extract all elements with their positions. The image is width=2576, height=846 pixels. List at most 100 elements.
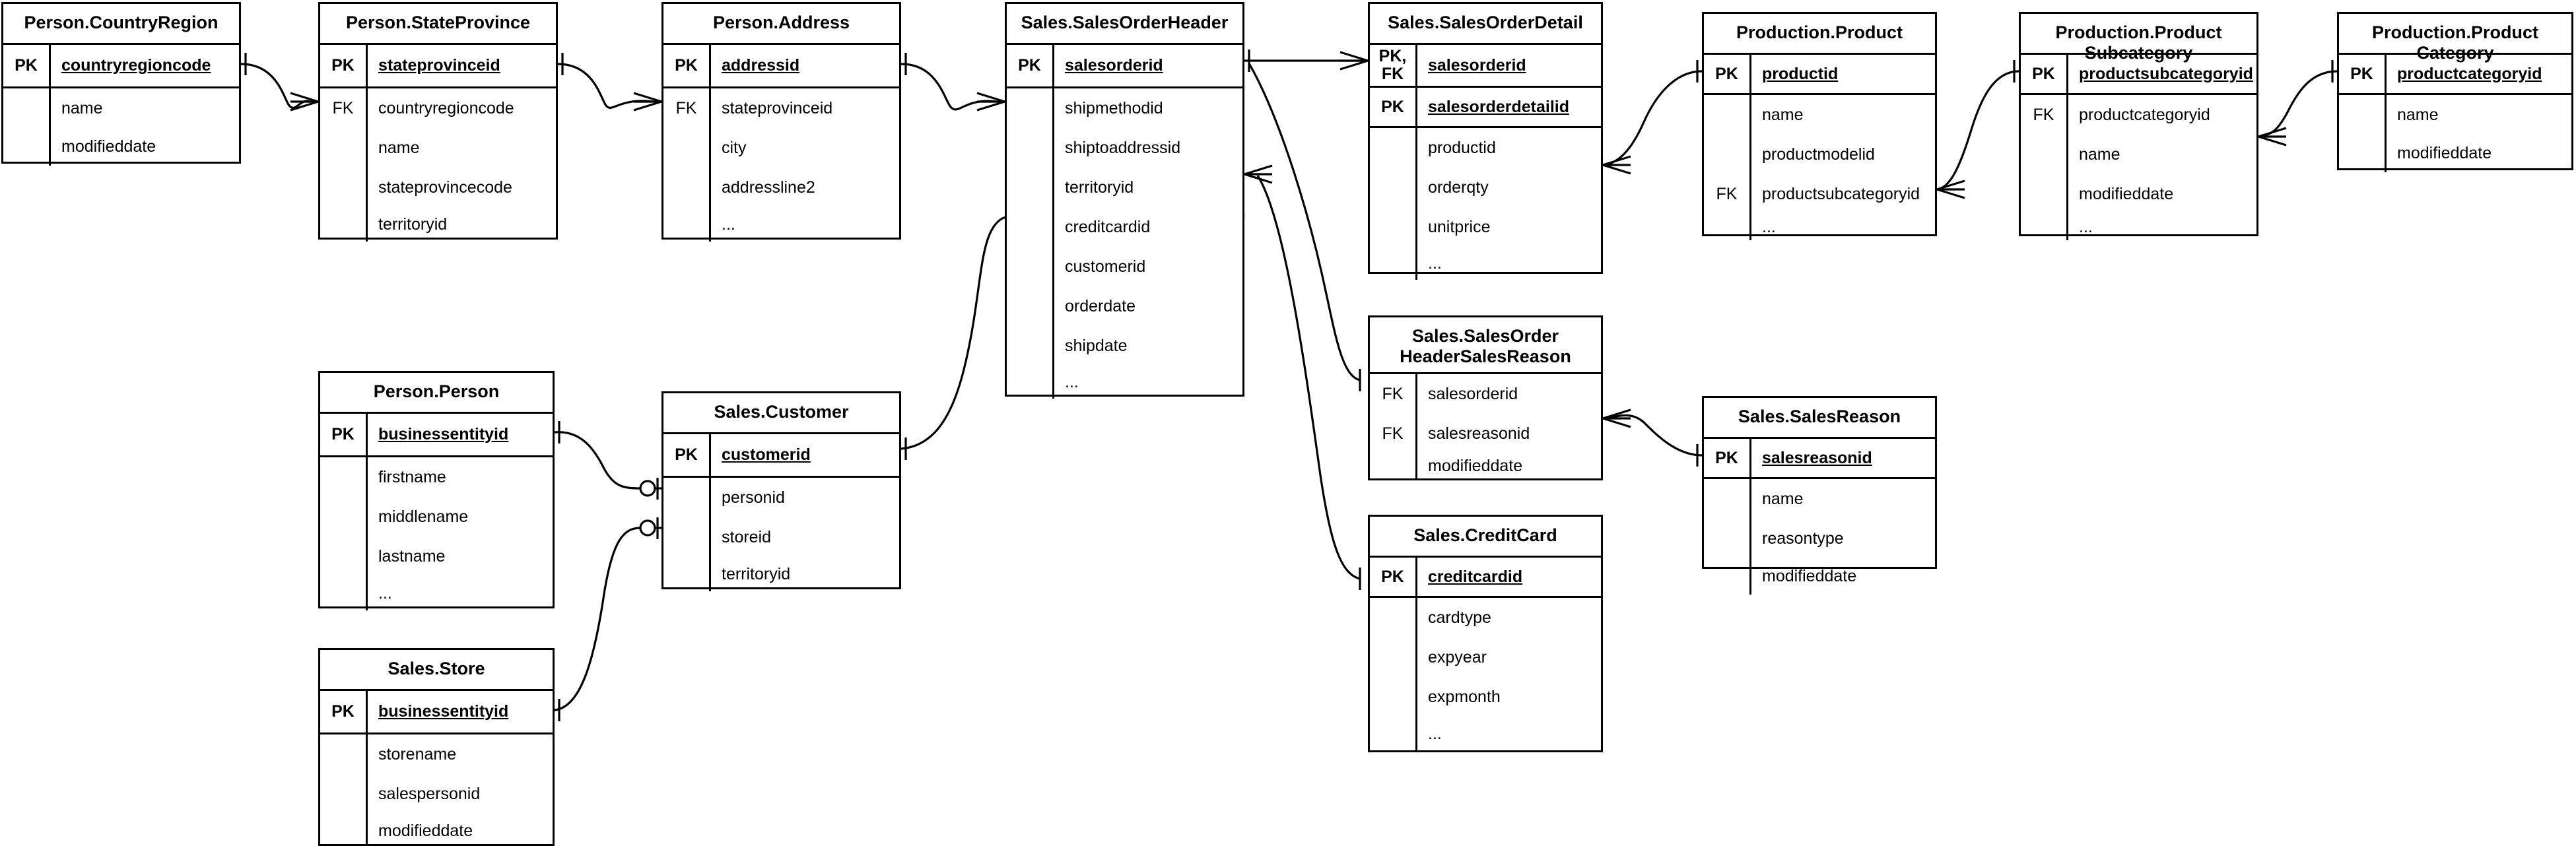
attribute-row[interactable]: productid xyxy=(1370,128,1601,168)
attribute-name: shipdate xyxy=(1065,336,1128,355)
attribute-row[interactable]: ... xyxy=(1370,247,1601,280)
attribute-row[interactable]: productmodelid xyxy=(1704,135,1935,174)
attribute-row[interactable]: modifieddate xyxy=(3,128,239,166)
attribute-name: stateprovinceid xyxy=(722,98,833,117)
attribute-row[interactable]: customerid xyxy=(1007,247,1242,286)
attribute-row[interactable]: storeid xyxy=(663,517,899,557)
attribute-row[interactable]: orderdate xyxy=(1007,286,1242,326)
attribute-row[interactable]: ... xyxy=(1007,366,1242,399)
attribute-row[interactable]: ... xyxy=(1370,717,1601,751)
attribute-row[interactable]: firstname xyxy=(320,457,553,497)
attribute-row[interactable]: shipmethodid xyxy=(1007,88,1242,128)
attribute-row[interactable]: ... xyxy=(1704,214,1935,240)
attribute-row[interactable]: personid xyxy=(663,478,899,517)
attribute-row[interactable]: name xyxy=(1704,479,1935,519)
attribute-row[interactable]: modifieddate xyxy=(2339,135,2571,172)
attribute-row[interactable]: name xyxy=(3,88,239,128)
attribute-row[interactable]: expmonth xyxy=(1370,677,1601,717)
attribute-row[interactable]: territoryid xyxy=(320,207,556,242)
attribute-row[interactable]: name xyxy=(2339,95,2571,135)
attribute-row[interactable]: territoryid xyxy=(1007,168,1242,207)
entity-title: Person.StateProvince xyxy=(320,4,556,45)
attribute-name: expmonth xyxy=(1428,687,1501,706)
attribute-row[interactable]: creditcardid xyxy=(1007,207,1242,247)
attribute-name: productsubcategoryid xyxy=(1762,184,1920,203)
attribute-row[interactable]: city xyxy=(663,128,899,168)
edge-store-customer xyxy=(554,517,661,721)
attribute-row[interactable]: ... xyxy=(320,576,553,610)
attribute-row[interactable]: unitprice xyxy=(1370,207,1601,247)
attribute-row[interactable]: name xyxy=(2021,135,2256,174)
attribute-row[interactable]: storename xyxy=(320,734,553,774)
attribute-row[interactable]: expyear xyxy=(1370,637,1601,677)
attribute-row[interactable]: modifieddate xyxy=(320,814,553,846)
attribute-row[interactable]: name xyxy=(1704,95,1935,135)
attribute-row[interactable]: lastname xyxy=(320,537,553,576)
attribute-name: cardtype xyxy=(1428,608,1491,627)
attribute-row[interactable]: ... xyxy=(2021,214,2256,240)
attribute-row[interactable]: reasontype xyxy=(1704,519,1935,558)
attribute-key-label xyxy=(1370,247,1417,280)
attribute-row[interactable]: cardtype xyxy=(1370,598,1601,637)
attribute-row[interactable]: territoryid xyxy=(663,557,899,591)
attribute-key-label: FK xyxy=(1370,374,1417,414)
attribute-name: productid xyxy=(1762,64,1839,83)
attribute-row[interactable]: modifieddate xyxy=(2021,174,2256,214)
attribute-row[interactable]: shipdate xyxy=(1007,326,1242,366)
attribute-row[interactable]: name xyxy=(320,128,556,168)
attribute-row[interactable]: modifieddate xyxy=(1370,453,1601,478)
attribute-row[interactable]: FK productsubcategoryid xyxy=(1704,174,1935,214)
attribute-row[interactable]: ... xyxy=(663,207,899,242)
entity-title: Sales.SalesOrderDetail xyxy=(1370,4,1601,45)
attribute-row[interactable]: middlename xyxy=(320,497,553,537)
attribute-name: modifieddate xyxy=(2079,184,2174,203)
attribute-key-label: FK xyxy=(1704,174,1751,214)
edge-person-customer xyxy=(554,421,661,500)
attribute-row[interactable]: orderqty xyxy=(1370,168,1601,207)
attribute-row[interactable]: stateprovincecode xyxy=(320,168,556,207)
attribute-row[interactable]: addressline2 xyxy=(663,168,899,207)
attribute-row[interactable]: salespersonid xyxy=(320,774,553,814)
attribute-row[interactable]: modifieddate xyxy=(1704,558,1935,595)
attribute-row[interactable]: shiptoaddressid xyxy=(1007,128,1242,168)
entity-title: Production.Product Subcategory xyxy=(2021,14,2256,63)
